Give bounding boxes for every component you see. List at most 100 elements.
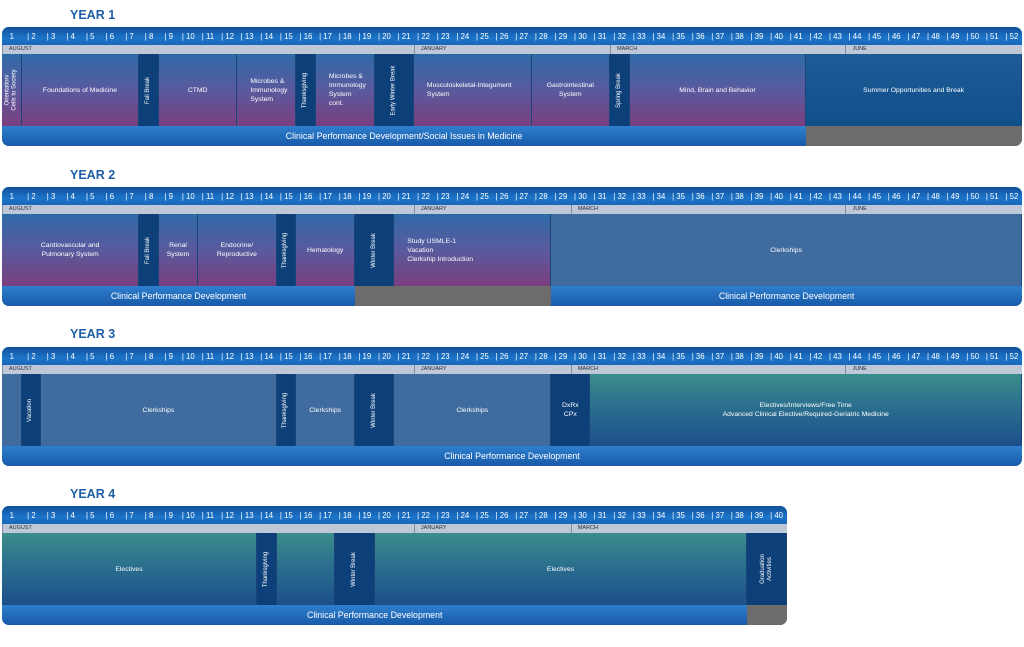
week-number: | 35 <box>672 510 685 520</box>
schedule-block: Orientation/Cells to Society <box>2 54 22 126</box>
schedule-block: Fall Break <box>139 54 159 126</box>
footer-blank <box>806 126 1022 146</box>
block-label: Clerkships <box>142 406 175 414</box>
week-number: | 18 <box>338 351 352 361</box>
week-number: | 47 <box>907 31 921 41</box>
week-number: | 51 <box>985 191 999 201</box>
week-number: | 22 <box>417 31 431 41</box>
block-label: Orientation/Cells to Society <box>4 69 18 111</box>
week-number: | 19 <box>358 510 372 520</box>
week-number: | 45 <box>868 31 882 41</box>
block-label: Clerkships <box>309 406 341 414</box>
week-number: 1 <box>9 510 14 520</box>
week-number: | 43 <box>828 191 842 201</box>
block-label: Clerkships <box>770 246 802 254</box>
week-number: | 51 <box>985 31 999 41</box>
block-label: Summer Opportunities and Break <box>863 86 965 94</box>
schedule-block: Foundations of Medicine <box>21 54 140 126</box>
week-number: | 40 <box>770 351 783 361</box>
week-number: | 39 <box>750 191 764 201</box>
schedule-block <box>2 374 22 446</box>
week-number: | 24 <box>456 510 470 520</box>
week-number: | 31 <box>593 31 607 41</box>
week-number: | 24 <box>456 191 470 201</box>
block-label: Thanksgiving <box>282 232 289 268</box>
week-number: | 15 <box>279 31 293 41</box>
year-panel: 1| 2| 3| 4| 5| 6| 7| 8| 9| 10| 11| 12| 1… <box>2 347 1022 466</box>
schedule-block <box>276 533 336 605</box>
year-panel: 1| 2| 3| 4| 5| 6| 7| 8| 9| 10| 11| 12| 1… <box>2 506 787 625</box>
block-label: Electives <box>115 565 143 573</box>
week-number: | 19 <box>358 191 372 201</box>
block-label: Winter Break <box>370 232 377 268</box>
week-number: | 35 <box>672 31 685 41</box>
week-number: 1 <box>9 31 14 41</box>
week-number: | 36 <box>691 191 705 201</box>
schedule-block: Endocrine/Reproductive <box>198 214 277 286</box>
week-number: | 10 <box>181 31 195 41</box>
year-title: YEAR 2 <box>70 168 116 182</box>
week-number: | 22 <box>417 510 431 520</box>
week-number: | 2 <box>27 351 36 361</box>
block-row: Orientation/Cells to Society Foundations … <box>2 54 1022 126</box>
week-number: | 22 <box>417 191 431 201</box>
block-label: Winter Break <box>370 392 377 428</box>
week-number: | 12 <box>221 351 234 361</box>
week-number: | 5 <box>85 31 95 41</box>
month-label: MARCH <box>610 45 845 54</box>
week-number: | 46 <box>887 351 901 361</box>
week-number: | 32 <box>613 191 627 201</box>
week-number: | 9 <box>164 31 173 41</box>
schedule-block: Clerkships <box>551 214 1022 286</box>
week-number: | 7 <box>125 510 134 520</box>
week-number: | 50 <box>966 351 980 361</box>
week-number: 1 <box>9 351 14 361</box>
schedule-block: Winter Break <box>335 533 375 605</box>
week-number: | 14 <box>260 510 274 520</box>
week-number: | 17 <box>319 31 332 41</box>
week-number: | 39 <box>750 31 764 41</box>
week-number: | 34 <box>652 191 666 201</box>
week-number-row: 1| 2| 3| 4| 5| 6| 7| 8| 9| 10| 11| 12| 1… <box>2 187 1022 206</box>
month-label: JUNE <box>845 205 1022 214</box>
week-number: | 2 <box>27 31 36 41</box>
week-number: | 7 <box>125 191 134 201</box>
block-label: Thanksgiving <box>302 72 309 108</box>
week-number: | 32 <box>613 31 627 41</box>
week-number: | 16 <box>299 510 313 520</box>
week-number: | 49 <box>946 351 960 361</box>
week-number: | 41 <box>789 31 803 41</box>
schedule-block: Fall Break <box>139 214 159 286</box>
week-number: | 5 <box>85 191 95 201</box>
week-number: | 20 <box>377 351 391 361</box>
week-number: | 40 <box>770 191 783 201</box>
block-label: Endocrine/Reproductive <box>216 242 257 258</box>
week-number: | 11 <box>201 31 215 41</box>
week-number: | 3 <box>46 510 56 520</box>
week-number: | 38 <box>730 351 744 361</box>
week-number: | 8 <box>144 510 154 520</box>
week-number: | 32 <box>613 351 627 361</box>
week-number: | 6 <box>105 31 115 41</box>
week-number: | 18 <box>338 31 352 41</box>
block-label: Foundations of Medicine <box>42 86 117 94</box>
week-number: | 6 <box>105 510 115 520</box>
schedule-block: CTMD <box>158 54 238 126</box>
week-number: | 29 <box>554 191 568 201</box>
week-number: | 25 <box>475 351 489 361</box>
block-label: Thanksgiving <box>282 392 289 428</box>
week-number: | 28 <box>534 31 548 41</box>
week-number: | 43 <box>828 351 842 361</box>
week-number: | 47 <box>907 351 921 361</box>
